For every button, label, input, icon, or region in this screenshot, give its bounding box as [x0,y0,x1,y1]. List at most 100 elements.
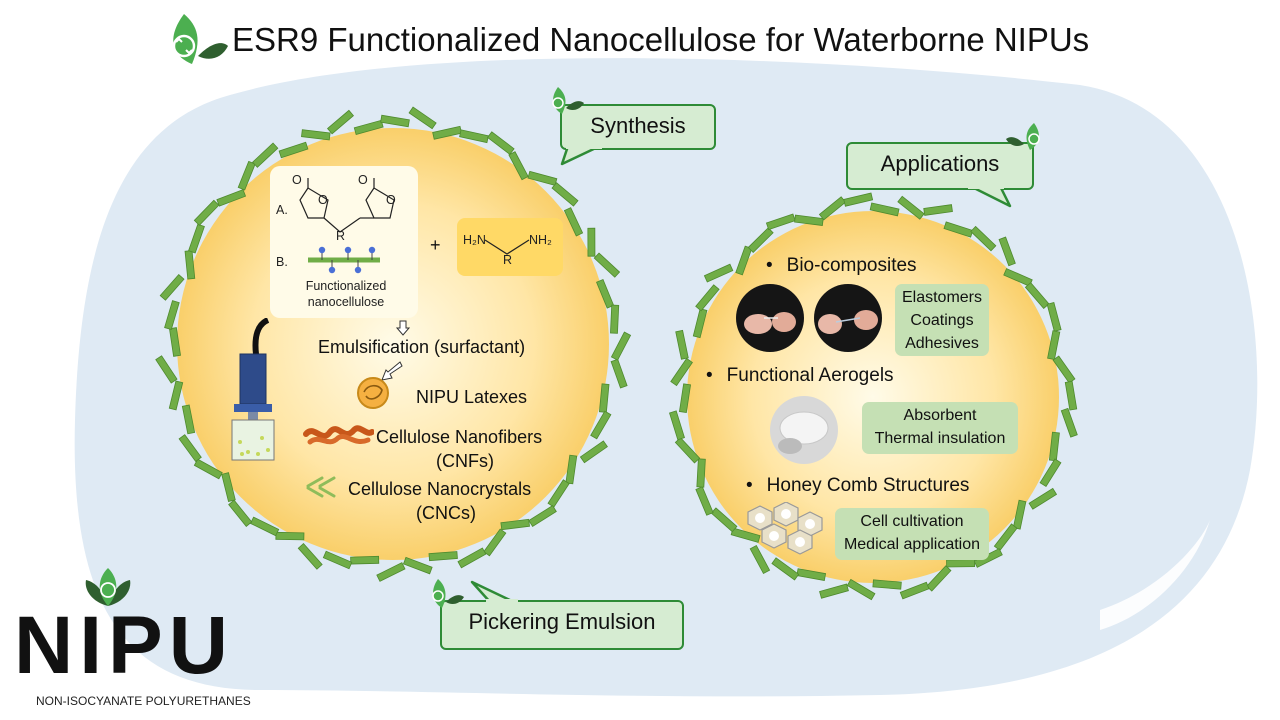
emulsification-label: Emulsification (surfactant) [318,337,526,357]
applications-rod [669,410,685,441]
synthesis-rod [527,170,558,186]
recycle-leaf-icon [432,579,464,608]
cyclic-carbonate-icon [299,178,395,274]
applications-rod [946,559,976,568]
applications-rod [923,204,953,216]
diamine-r-group: R [503,253,513,267]
recycle-leaf-icon [552,87,584,114]
diamine-right: NH₂ [529,233,552,247]
synthesis-rod [590,410,612,440]
applications-rod [796,568,827,581]
synthesis-callout: Synthesis [560,104,716,150]
honeycomb-icon [747,502,823,555]
diamine-structure: H₂N R NH₂ [457,218,563,276]
aerogel-photo [770,396,838,464]
synthesis-rod [168,380,184,411]
ring-o-b: O [386,193,396,207]
tag-adhesives: Adhesives [905,335,979,352]
aerogel-icon [778,411,829,454]
applications-rod [1046,301,1062,332]
applications-rod [897,195,925,220]
synthesis-rod [275,531,305,541]
applications-rod [846,578,876,601]
diagonal-arrow-icon [381,361,403,381]
functionalized-label: Functionalized nanocellulose [305,279,387,309]
synthesis-rod [297,543,323,570]
pickering-callout: Pickering Emulsion [440,600,684,650]
synthesis-rod [459,129,489,144]
down-arrow-icon [396,320,410,336]
synthesis-rod [353,119,384,135]
applications-rod [993,523,1018,551]
applications-rod [695,284,720,312]
applications-rod [1060,407,1078,438]
applications-rod [843,192,874,207]
synthesis-rod [252,142,279,168]
applications-label: Applications [880,151,1000,176]
applications-rod [794,214,824,226]
tag-elastomers: Elastomers [901,289,983,306]
applications-rod [818,196,847,221]
synthesis-rod [249,516,280,537]
applications-rod [703,263,734,283]
applications-rod [869,202,900,217]
applications-rod [998,236,1016,267]
cnc-label-line1: Cellulose Nanocrystals [348,479,532,499]
applications-rod [678,383,692,414]
recycle-leaf-icon [172,14,228,64]
applications-rod [747,227,774,253]
functional-aerogels-item: Functional Aerogels [706,364,894,388]
synthesis-rod [563,207,584,237]
applications-rod [899,581,930,600]
applications-rod [943,221,974,238]
carbonyl-o-a: O [292,173,302,187]
synthesis-rod [169,327,181,357]
tag-absorbent: Absorbent [903,407,977,424]
synthesis-rod [216,189,247,207]
synthesis-callout-tail [560,146,602,166]
synthesis-rod [350,555,380,565]
synthesis-rod [237,160,256,191]
applications-rod [819,583,849,599]
tag-coatings: Coatings [910,312,974,329]
synthesis-label: Synthesis [590,113,686,138]
synthesis-rod [598,383,610,413]
synthesis-rod [547,479,570,508]
applications-rod [1064,380,1078,411]
elastomer-photo-2 [814,284,882,352]
synthesis-rod [483,528,507,557]
plus-sign: + [430,235,441,255]
cnc-label-line2: (CNCs) [416,503,476,523]
cnf-label-line2: (CNFs) [436,451,494,471]
cyclic-carbonate-structure: O O O O R A. B. Functionalized nanocellu… [270,166,418,318]
synthesis-rod [428,551,458,562]
elastomer-photo-1 [736,284,804,352]
synthesis-rod [155,355,178,384]
synthesis-rod [228,499,253,527]
pickering-label: Pickering Emulsion [468,609,656,634]
synthesis-rod [193,458,223,480]
recycle-leaf-icon [1006,123,1040,150]
applications-rod [1039,458,1062,487]
synthesis-rod [278,141,309,159]
synthesis-rod [508,151,529,181]
synthesis-rod [322,550,353,570]
applications-rod [1048,431,1060,462]
nipu-logo-subtitle: NON-ISOCYANATE POLYURETHANES [36,694,251,708]
applications-rod [749,544,771,575]
synthesis-rod [610,331,632,361]
synthesis-rod [457,547,487,569]
applications-rod [710,507,738,533]
nanocrystal-rods-synthesis [155,106,632,582]
synthesis-rod [181,404,196,435]
tag-cell-cultivation: Cell cultivation [860,513,964,530]
synthesis-rod [193,199,220,226]
label-a: A. [276,203,288,217]
label-b: B. [276,255,288,269]
ultrasonicator-icon [231,318,275,461]
synthesis-rod [164,300,180,331]
diamine-icon [484,239,530,255]
synthesis-rod [528,505,557,527]
synthesis-rod [596,278,615,309]
aerogel-tag: Absorbent Thermal insulation [862,402,1018,454]
